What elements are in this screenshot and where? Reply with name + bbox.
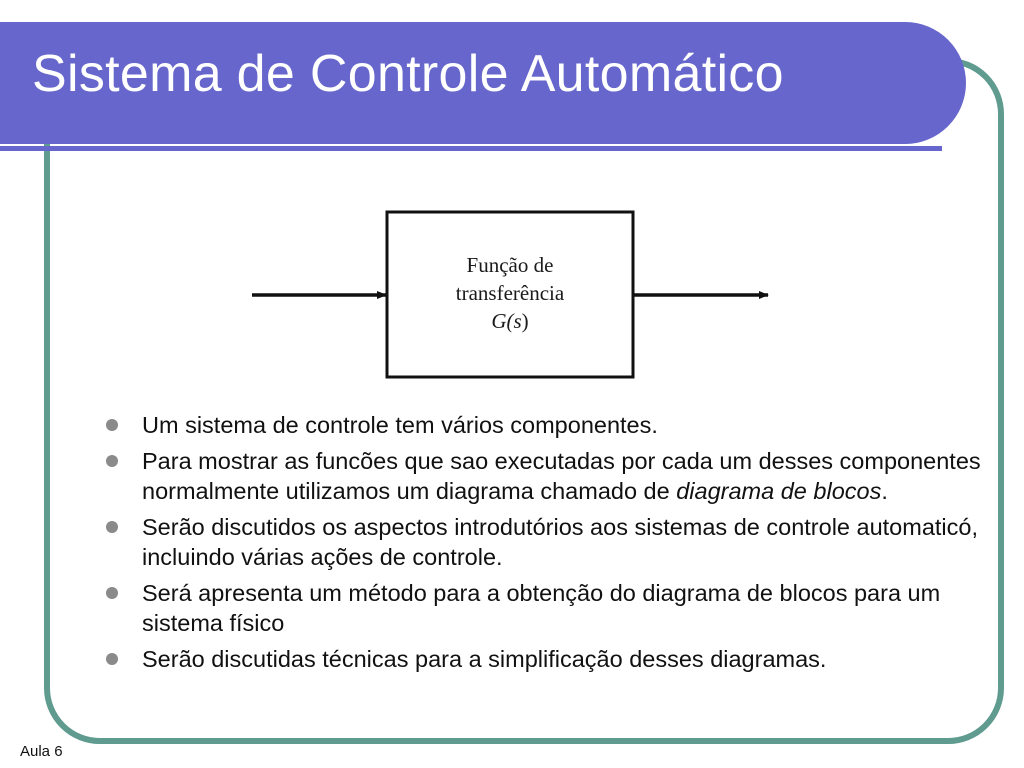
bullet-text: Para mostrar as funcões que sao executad…	[142, 448, 981, 504]
bullet-suffix: .	[881, 478, 888, 504]
bullet-icon	[106, 521, 118, 533]
bullet-text: Serão discutidas técnicas para a simplif…	[142, 646, 827, 672]
block-diagram: Função de transferência G(s)	[252, 210, 769, 379]
transfer-function-block	[385, 210, 635, 379]
bullet-item: Para mostrar as funcões que sao executad…	[106, 446, 986, 506]
slide-frame	[44, 58, 1004, 744]
slide-title: Sistema de Controle Automático	[32, 45, 784, 103]
bullet-text: Um sistema de controle tem vários compon…	[142, 412, 658, 438]
bullet-item: Será apresenta um método para a obtenção…	[106, 578, 986, 638]
slide-footer: Aula 6	[20, 743, 63, 760]
block-label-line1: Função de	[467, 253, 554, 277]
bullet-item: Um sistema de controle tem vários compon…	[106, 410, 986, 440]
bullet-emphasis: diagrama de blocos	[676, 478, 882, 504]
block-label-line3: G(s)	[491, 309, 528, 333]
bullet-text: Será apresenta um método para a obtenção…	[142, 580, 941, 636]
bullet-icon	[106, 587, 118, 599]
bullet-item: Serão discutidas técnicas para a simplif…	[106, 644, 986, 674]
block-label-line2: transferência	[456, 281, 565, 305]
bullet-icon	[106, 419, 118, 431]
bullet-icon	[106, 455, 118, 467]
bullet-icon	[106, 653, 118, 665]
title-underline	[0, 146, 942, 151]
title-bar	[0, 22, 966, 144]
bullet-item: Serão discutidos os aspectos introdutóri…	[106, 512, 986, 572]
bullet-list: Um sistema de controle tem vários compon…	[106, 410, 986, 680]
bullet-text: Serão discutidos os aspectos introdutóri…	[142, 514, 978, 570]
